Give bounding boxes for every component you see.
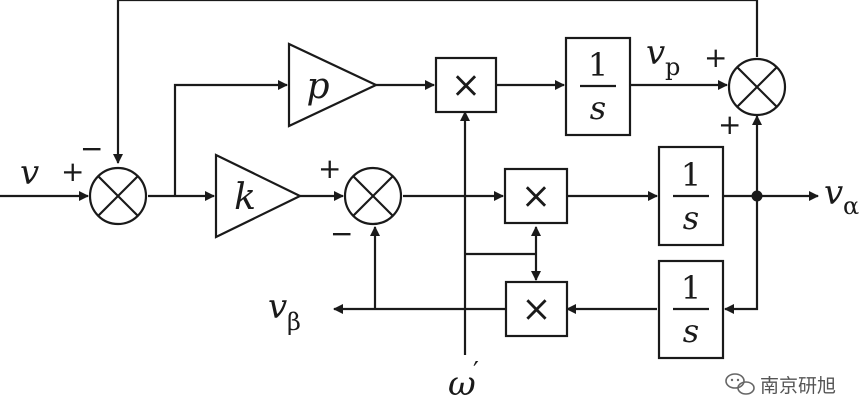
svg-text:s: s [590, 89, 606, 127]
sign-minus-beta: − [330, 217, 353, 250]
wire-alpha-to-int3 [724, 196, 759, 314]
sum-junction-middle [343, 166, 403, 226]
wire-feedback [113, 0, 759, 164]
svg-text:1: 1 [588, 46, 608, 84]
gain-p-block: p [287, 42, 379, 128]
integrator-middle: 1 s [657, 145, 725, 247]
svg-text:×: × [521, 289, 551, 330]
gain-p-label: p [306, 66, 329, 107]
svg-text:v: v [268, 287, 287, 327]
sign-plus-alpha: + [718, 108, 741, 141]
gain-k-block: k [214, 153, 303, 239]
svg-text:×: × [451, 65, 481, 106]
sign-plus-input: + [61, 155, 84, 188]
sum-junction-output [727, 57, 787, 117]
watermark-text: 南京研旭 [760, 375, 836, 397]
svg-text:s: s [683, 312, 699, 350]
svg-text:p: p [665, 53, 680, 81]
label-vp: v p [646, 33, 680, 81]
signal-wires [0, 0, 819, 355]
label-omega-prime: ω ′ [448, 357, 479, 404]
sign-minus-feedback: − [80, 132, 103, 165]
junction-dot [751, 190, 763, 202]
label-v-beta: v β [268, 287, 301, 336]
sign-plus-k: + [318, 152, 341, 185]
svg-text:β: β [287, 308, 301, 336]
gain-k-label: k [234, 177, 256, 218]
wechat-icon [725, 373, 755, 395]
watermark: 南京研旭 [725, 373, 836, 397]
multiplier-top: × [434, 56, 498, 114]
svg-text:×: × [521, 176, 551, 217]
multiplier-middle: × [503, 167, 569, 225]
wire-to-p [173, 80, 288, 196]
svg-text:v: v [824, 173, 843, 213]
svg-text:v: v [646, 33, 665, 73]
multiplier-bottom: × [504, 280, 569, 338]
sum-junction-input [88, 166, 148, 226]
svg-text:1: 1 [681, 156, 701, 194]
integrator-top: 1 s [564, 36, 632, 137]
svg-text:ω: ω [448, 364, 476, 404]
label-input-v: v [20, 153, 39, 193]
label-v-alpha: v α [824, 173, 859, 220]
svg-text:′: ′ [473, 357, 479, 387]
svg-text:α: α [843, 192, 859, 220]
sign-plus-vp: + [704, 41, 727, 74]
svg-text:s: s [683, 199, 699, 237]
svg-text:1: 1 [681, 269, 701, 307]
integrator-bottom: 1 s [657, 259, 725, 360]
